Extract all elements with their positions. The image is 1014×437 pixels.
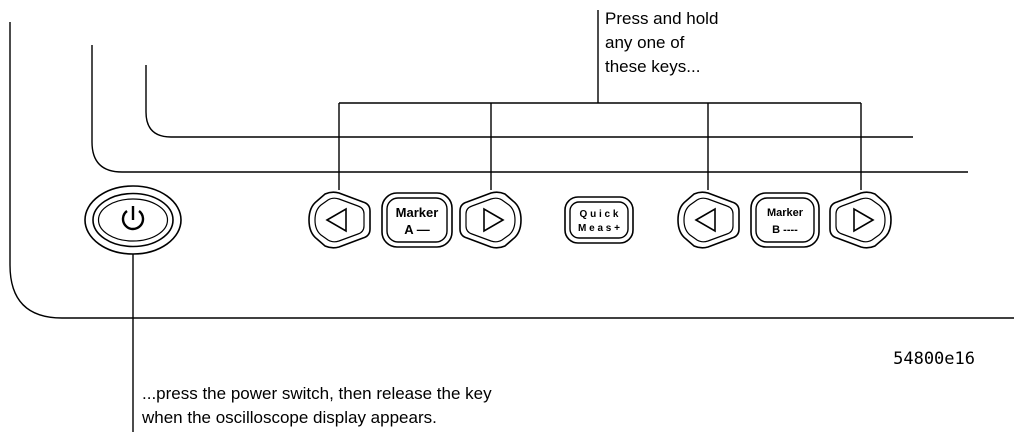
power-switch[interactable] <box>84 185 182 255</box>
marker-a-left-arrow-key[interactable] <box>308 191 371 249</box>
figure-id: 54800e16 <box>893 349 975 369</box>
top-callout-text: Press and hold any one of these keys... <box>605 9 718 76</box>
right-arrow-icon <box>853 207 875 233</box>
marker-b-key[interactable]: Marker B ---- <box>750 192 820 248</box>
marker-a-label-line-1: Marker <box>396 205 439 220</box>
quick-meas-label-line-1: Q u i c k <box>580 209 619 220</box>
marker-b-label-line-1: Marker <box>767 207 804 219</box>
display-screen-edge <box>145 65 913 138</box>
callout-bottom-line-1: ...press the power switch, then release … <box>142 384 492 403</box>
top-callout-bracket <box>338 10 862 190</box>
power-icon <box>121 206 145 231</box>
panel-bezel-edge <box>91 45 968 173</box>
panel-outline <box>9 22 1014 319</box>
panel-outer-edge <box>9 22 1014 319</box>
left-arrow-icon <box>325 207 347 233</box>
marker-b-label-line-2: B ---- <box>772 224 798 236</box>
marker-a-key[interactable]: Marker A — <box>381 192 453 248</box>
marker-a-label-line-2: A — <box>404 222 430 237</box>
marker-a-right-arrow-key[interactable] <box>459 191 522 249</box>
callout-top-line-1: Press and hold <box>605 9 718 28</box>
callout-top-line-3: these keys... <box>605 57 700 76</box>
marker-b-left-arrow-key[interactable] <box>677 191 740 249</box>
left-arrow-icon <box>694 207 716 233</box>
right-arrow-icon <box>483 207 505 233</box>
bottom-callout-text: ...press the power switch, then release … <box>141 384 492 427</box>
quick-meas-key[interactable]: Q u i c k M e a s + <box>564 196 634 244</box>
callout-bottom-line-2: when the oscilloscope display appears. <box>141 408 437 427</box>
callout-top-line-2: any one of <box>605 33 685 52</box>
marker-b-right-arrow-key[interactable] <box>829 191 892 249</box>
quick-meas-label-line-2: M e a s + <box>578 223 620 234</box>
